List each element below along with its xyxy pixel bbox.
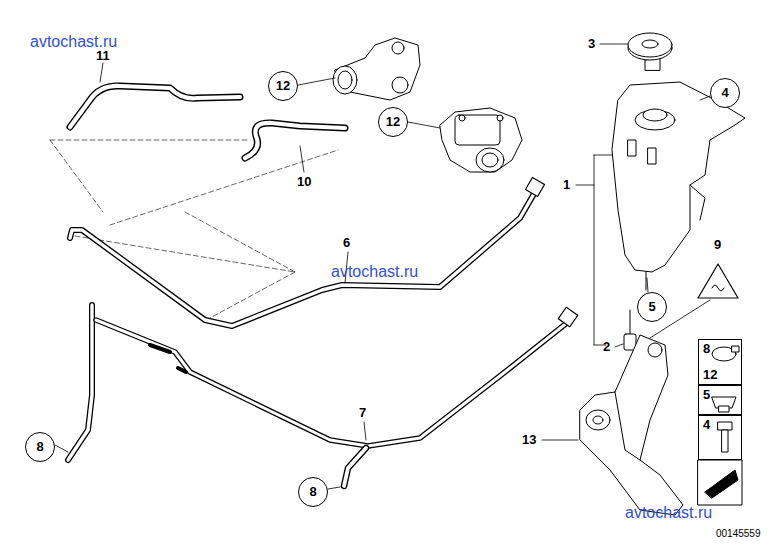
legend-cell: 5: [698, 385, 742, 415]
callout-number: 6: [343, 236, 350, 249]
figure-number: 00145559: [716, 529, 761, 539]
callout-number: 12: [703, 368, 737, 382]
watermark: avtochast.ru: [30, 34, 117, 50]
callout-circle: 4: [710, 78, 740, 108]
callout-number: 12: [276, 79, 290, 93]
callout-number: 5: [703, 388, 737, 402]
callout-number: 7: [359, 406, 366, 419]
callout-number: 4: [721, 86, 728, 100]
callout-number: 5: [648, 300, 655, 314]
callout-circle: 8: [25, 432, 55, 462]
callout-number: 10: [297, 175, 311, 188]
watermark: avtochast.ru: [331, 264, 418, 280]
callout-number: 9: [714, 238, 721, 251]
callout-number: 2: [603, 340, 610, 353]
callout-number: 8: [36, 440, 43, 454]
callout-number: 8: [703, 342, 737, 356]
callout-number: 1: [563, 178, 570, 191]
callout-circle: 8: [298, 477, 328, 507]
callout-number: 8: [309, 485, 316, 499]
watermark: avtochast.ru: [625, 505, 712, 521]
callout-circle: 12: [378, 107, 408, 137]
callout-circle: 5: [637, 292, 667, 322]
callout-number: 11: [96, 49, 110, 62]
callout-number: 4: [703, 418, 737, 432]
legend-cell: 4: [698, 415, 742, 460]
callout-number: 13: [522, 433, 536, 446]
callout-number: 3: [588, 37, 595, 50]
callout-circle: 12: [268, 71, 298, 101]
legend-cell: 8 12: [698, 339, 742, 385]
callout-number: 12: [386, 115, 400, 129]
